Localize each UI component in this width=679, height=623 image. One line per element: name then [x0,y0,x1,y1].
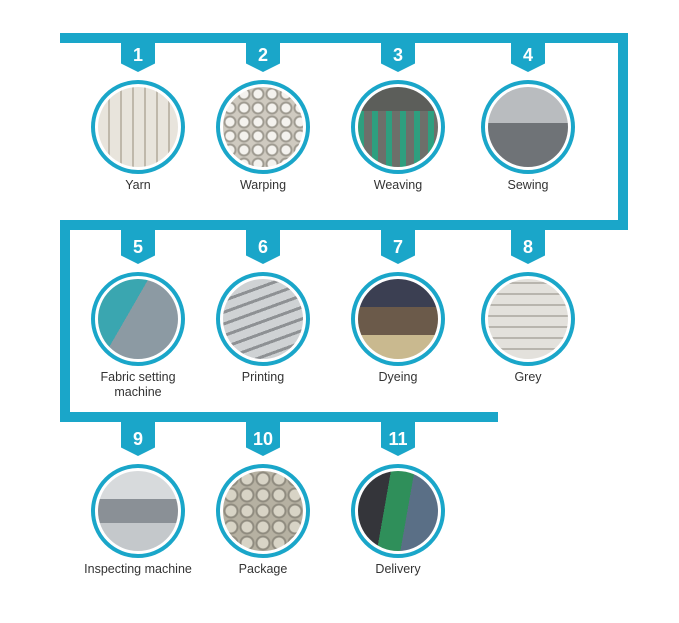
step-delivery: 11 Delivery [338,422,458,602]
step-number-badge: 8 [511,230,545,264]
step-label: Fabric setting machine [100,370,176,399]
step-weaving: 3 Weaving [338,38,458,218]
weaving-looms-photo [351,80,445,174]
packaged-rolls-photo [216,464,310,558]
step-label: Warping [239,178,287,192]
step-label: Inspecting machine [84,562,192,576]
fabric-setting-machine-photo [91,272,185,366]
flow-line-left [60,220,70,422]
step-label: Yarn [125,178,151,192]
step-label: Grey [514,370,542,384]
yarn-bobbins-photo [91,80,185,174]
inspecting-machine-photo [91,464,185,558]
step-yarn: 1 Yarn [78,38,198,218]
printing-machine-photo [216,272,310,366]
flow-line-top [60,33,628,43]
step-number-badge: 5 [121,230,155,264]
dyeing-workers-photo [351,272,445,366]
step-inspecting-machine: 9 Inspecting machine [78,422,198,602]
step-number-badge: 2 [246,38,280,72]
step-grey: 8 Grey [468,230,588,410]
step-number-badge: 11 [381,422,415,456]
delivery-truck-loading-photo [351,464,445,558]
step-number-badge: 4 [511,38,545,72]
step-dyeing: 7 Dyeing [338,230,458,410]
flow-line-lower [60,412,498,422]
warping-spools-photo [216,80,310,174]
step-number-badge: 10 [246,422,280,456]
step-warping: 2 Warping [203,38,323,218]
step-fabric-setting-machine: 5 Fabric setting machine [78,230,198,410]
step-number-badge: 3 [381,38,415,72]
step-label: Delivery [375,562,421,576]
flow-line-right [618,33,628,230]
step-label: Package [238,562,288,576]
step-sewing: 4 Sewing [468,38,588,218]
step-package: 10 Package [203,422,323,602]
flow-line-middle [60,220,628,230]
step-label: Dyeing [378,370,418,384]
step-printing: 6 Printing [203,230,323,410]
step-number-badge: 9 [121,422,155,456]
grey-fabric-rolls-photo [481,272,575,366]
step-number-badge: 1 [121,38,155,72]
step-number-badge: 7 [381,230,415,264]
step-label: Weaving [373,178,423,192]
step-number-badge: 6 [246,230,280,264]
step-label: Printing [241,370,285,384]
step-label: Sewing [507,178,549,192]
sewing-workshop-photo [481,80,575,174]
